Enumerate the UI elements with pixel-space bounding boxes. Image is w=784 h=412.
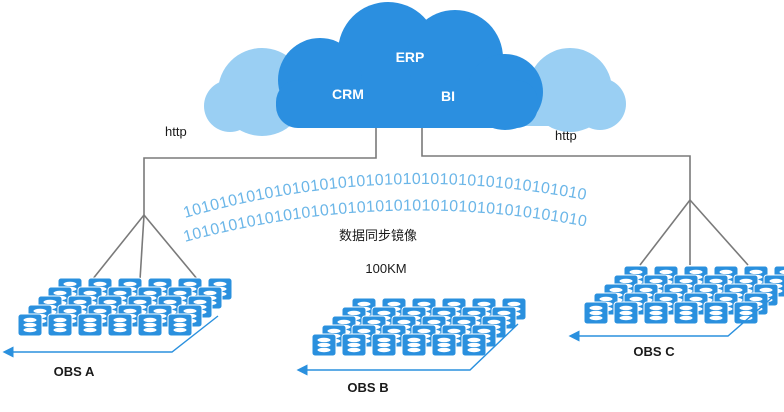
- storage-node-icon: [583, 301, 609, 325]
- site-label-c: OBS C: [633, 344, 675, 359]
- connection-lines: [91, 128, 749, 281]
- storage-cluster-b: [311, 297, 527, 357]
- storage-cluster-c: [583, 265, 784, 325]
- storage-node-icon: [137, 313, 163, 337]
- site-label-a: OBS A: [54, 364, 95, 379]
- storage-node-icon: [643, 301, 669, 325]
- storage-node-icon: [673, 301, 699, 325]
- storage-node-icon: [107, 313, 133, 337]
- storage-node-icon: [461, 333, 487, 357]
- app-bi: BI: [441, 88, 455, 104]
- cluster-arrows: [2, 295, 775, 376]
- site-label-b: OBS B: [347, 380, 388, 395]
- storage-node-icon: [613, 301, 639, 325]
- label-http-right: http: [555, 128, 577, 143]
- storage-node-icon: [311, 333, 337, 357]
- label-sync: 数据同步镜像: [339, 228, 417, 243]
- storage-node-icon: [341, 333, 367, 357]
- storage-node-icon: [733, 301, 759, 325]
- cloud-main: [276, 2, 543, 130]
- label-http-left: http: [165, 124, 187, 139]
- storage-cluster-a: [17, 277, 233, 337]
- storage-node-icon: [167, 313, 193, 337]
- app-crm: CRM: [332, 86, 364, 102]
- app-erp: ERP: [396, 49, 425, 65]
- storage-node-icon: [17, 313, 43, 337]
- storage-node-icon: [431, 333, 457, 357]
- storage-node-icon: [47, 313, 73, 337]
- label-distance: 100KM: [365, 261, 406, 276]
- storage-node-icon: [77, 313, 103, 337]
- storage-node-icon: [371, 333, 397, 357]
- storage-node-icon: [401, 333, 427, 357]
- storage-node-icon: [703, 301, 729, 325]
